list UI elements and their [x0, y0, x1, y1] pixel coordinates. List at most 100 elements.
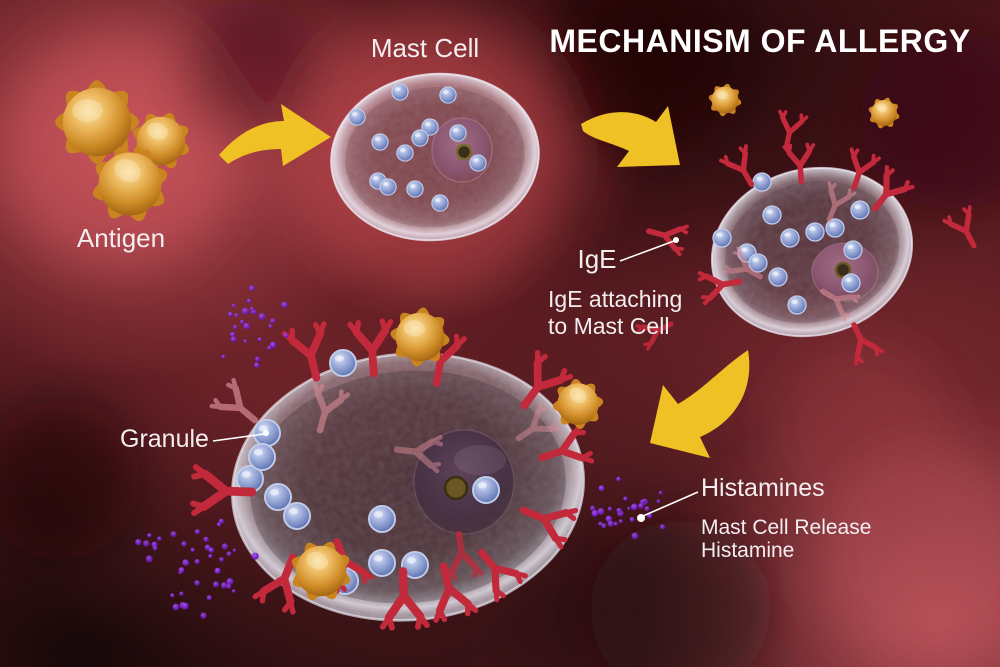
- antigen-icon: [552, 378, 604, 430]
- mast-cell-2: [710, 166, 914, 338]
- granule: [406, 180, 424, 198]
- granule: [439, 86, 457, 104]
- callout-lines: [212, 237, 699, 522]
- granule: [368, 549, 396, 577]
- nucleolus: [443, 475, 469, 501]
- mast-cell-1: [330, 72, 540, 242]
- ige-antibody-icon: [252, 553, 297, 615]
- ige-antibody-icon: [646, 224, 690, 257]
- granule: [805, 222, 825, 242]
- granule: [850, 200, 870, 220]
- process-arrows: [219, 104, 750, 458]
- label-ige-attaching-line1: IgE attaching: [548, 286, 682, 312]
- ige-antibody-icon: [635, 321, 674, 351]
- ige-antibody-icon: [697, 271, 743, 306]
- granule: [841, 273, 861, 293]
- granule: [762, 205, 782, 225]
- ige-antibody-icon: [519, 506, 579, 550]
- granule-pointer-dot: [263, 430, 269, 436]
- ige-antibody-icon: [942, 205, 977, 249]
- granule: [283, 502, 311, 530]
- granule: [248, 443, 276, 471]
- granule-layer-cell2: [712, 172, 870, 315]
- antigen-icon: [92, 146, 168, 222]
- granule: [469, 154, 487, 172]
- granule: [411, 129, 429, 147]
- granule: [431, 194, 449, 212]
- ige-antibody-icon: [826, 181, 857, 222]
- ige-antibody-icon: [393, 434, 444, 474]
- label-histamines: Histamines: [701, 474, 825, 502]
- ige-antibody-icon: [820, 288, 861, 322]
- label-ige-attaching-line2: to Mast Cell: [548, 313, 669, 339]
- ige-antibody-icon: [379, 567, 430, 631]
- ige-antibody-icon: [347, 318, 394, 378]
- granule: [348, 108, 366, 126]
- granule-layer-cell1: [348, 83, 487, 212]
- ige-antibody-icon: [722, 246, 763, 280]
- ige-antibody-icon: [281, 321, 327, 382]
- arrow-to-degranulation-icon: [650, 350, 750, 458]
- histamines-pointer-line: [642, 491, 699, 517]
- granule-pointer-line: [212, 433, 265, 442]
- ige-antibody-icon: [538, 422, 595, 464]
- ige-antibody-icon: [851, 322, 885, 366]
- granule: [396, 144, 414, 162]
- ige-antibody-icon: [849, 147, 881, 191]
- granule: [780, 228, 800, 248]
- nucleolus: [455, 143, 473, 161]
- granule: [825, 218, 845, 238]
- ige-antibody-icon: [445, 530, 484, 581]
- granule: [371, 133, 389, 151]
- granule: [368, 505, 396, 533]
- histamines-pointer-dot: [637, 514, 645, 522]
- label-mast-cell: Mast Cell: [371, 33, 479, 63]
- ige-pointer-line: [619, 240, 675, 262]
- granule: [329, 349, 357, 377]
- ige-antibody-icon: [477, 548, 528, 603]
- granule: [391, 83, 409, 101]
- granule: [264, 483, 292, 511]
- granule: [768, 267, 788, 287]
- histamine-dot-layer: [135, 285, 666, 619]
- granule: [421, 118, 439, 136]
- antigen-icon: [291, 541, 351, 601]
- ige-antibody-icon: [719, 144, 755, 187]
- ige-antibody-icon: [515, 402, 561, 442]
- ige-antibody-icon: [520, 349, 574, 410]
- antigen-icon: [390, 307, 450, 367]
- histamine-dots-cluster: [221, 285, 289, 368]
- nucleolus: [834, 261, 852, 279]
- granule: [748, 253, 768, 273]
- label-granule: Granule: [120, 425, 209, 453]
- ige-antibody-icon: [778, 109, 809, 150]
- antigen-icon: [55, 80, 139, 164]
- label-release-line2: Histamine: [701, 539, 794, 562]
- granule: [401, 551, 429, 579]
- antigen-icon: [708, 83, 742, 117]
- antigen-icon: [868, 97, 900, 129]
- granule: [472, 476, 500, 504]
- granule: [787, 295, 807, 315]
- histamine-dots-cluster: [590, 476, 666, 540]
- antigen-layer: [55, 80, 900, 601]
- histamine-dots-cluster: [135, 533, 162, 563]
- granule: [449, 124, 467, 142]
- ige-antibody-icon: [312, 382, 351, 434]
- histamine-dots-cluster: [170, 518, 259, 619]
- ige-antibody-icon: [209, 377, 259, 424]
- arrow-mastcell-to-ige-icon: [581, 106, 680, 167]
- ige-antibody-icon: [872, 164, 915, 212]
- label-ige: IgE: [577, 244, 616, 274]
- ige-pointer-dot: [673, 237, 679, 243]
- granule: [752, 172, 772, 192]
- label-release-line1: Mast Cell Release: [701, 516, 871, 539]
- granule: [712, 228, 732, 248]
- label-antigen: Antigen: [77, 223, 165, 253]
- arrow-antigen-to-mastcell-icon: [219, 104, 331, 166]
- granule: [379, 178, 397, 196]
- page-title: MECHANISM OF ALLERGY: [549, 23, 970, 59]
